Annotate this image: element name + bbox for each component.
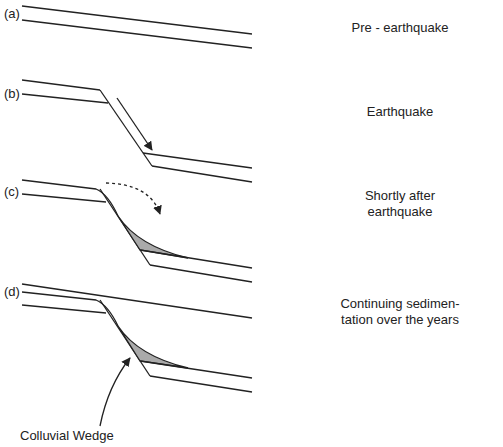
- panel-letter: (a): [4, 6, 34, 22]
- panel-letter: (c): [4, 184, 34, 200]
- stage-caption: Shortly after earthquake: [345, 188, 455, 220]
- panel-letter: (b): [4, 86, 34, 102]
- stage-caption: Earthquake: [330, 104, 470, 120]
- panel-letter: (d): [4, 284, 34, 300]
- stage-caption: Continuing sedimen- tation over the year…: [340, 296, 460, 328]
- wedge-label: Colluvial Wedge: [20, 428, 160, 444]
- stage-caption: Pre - earthquake: [330, 20, 470, 36]
